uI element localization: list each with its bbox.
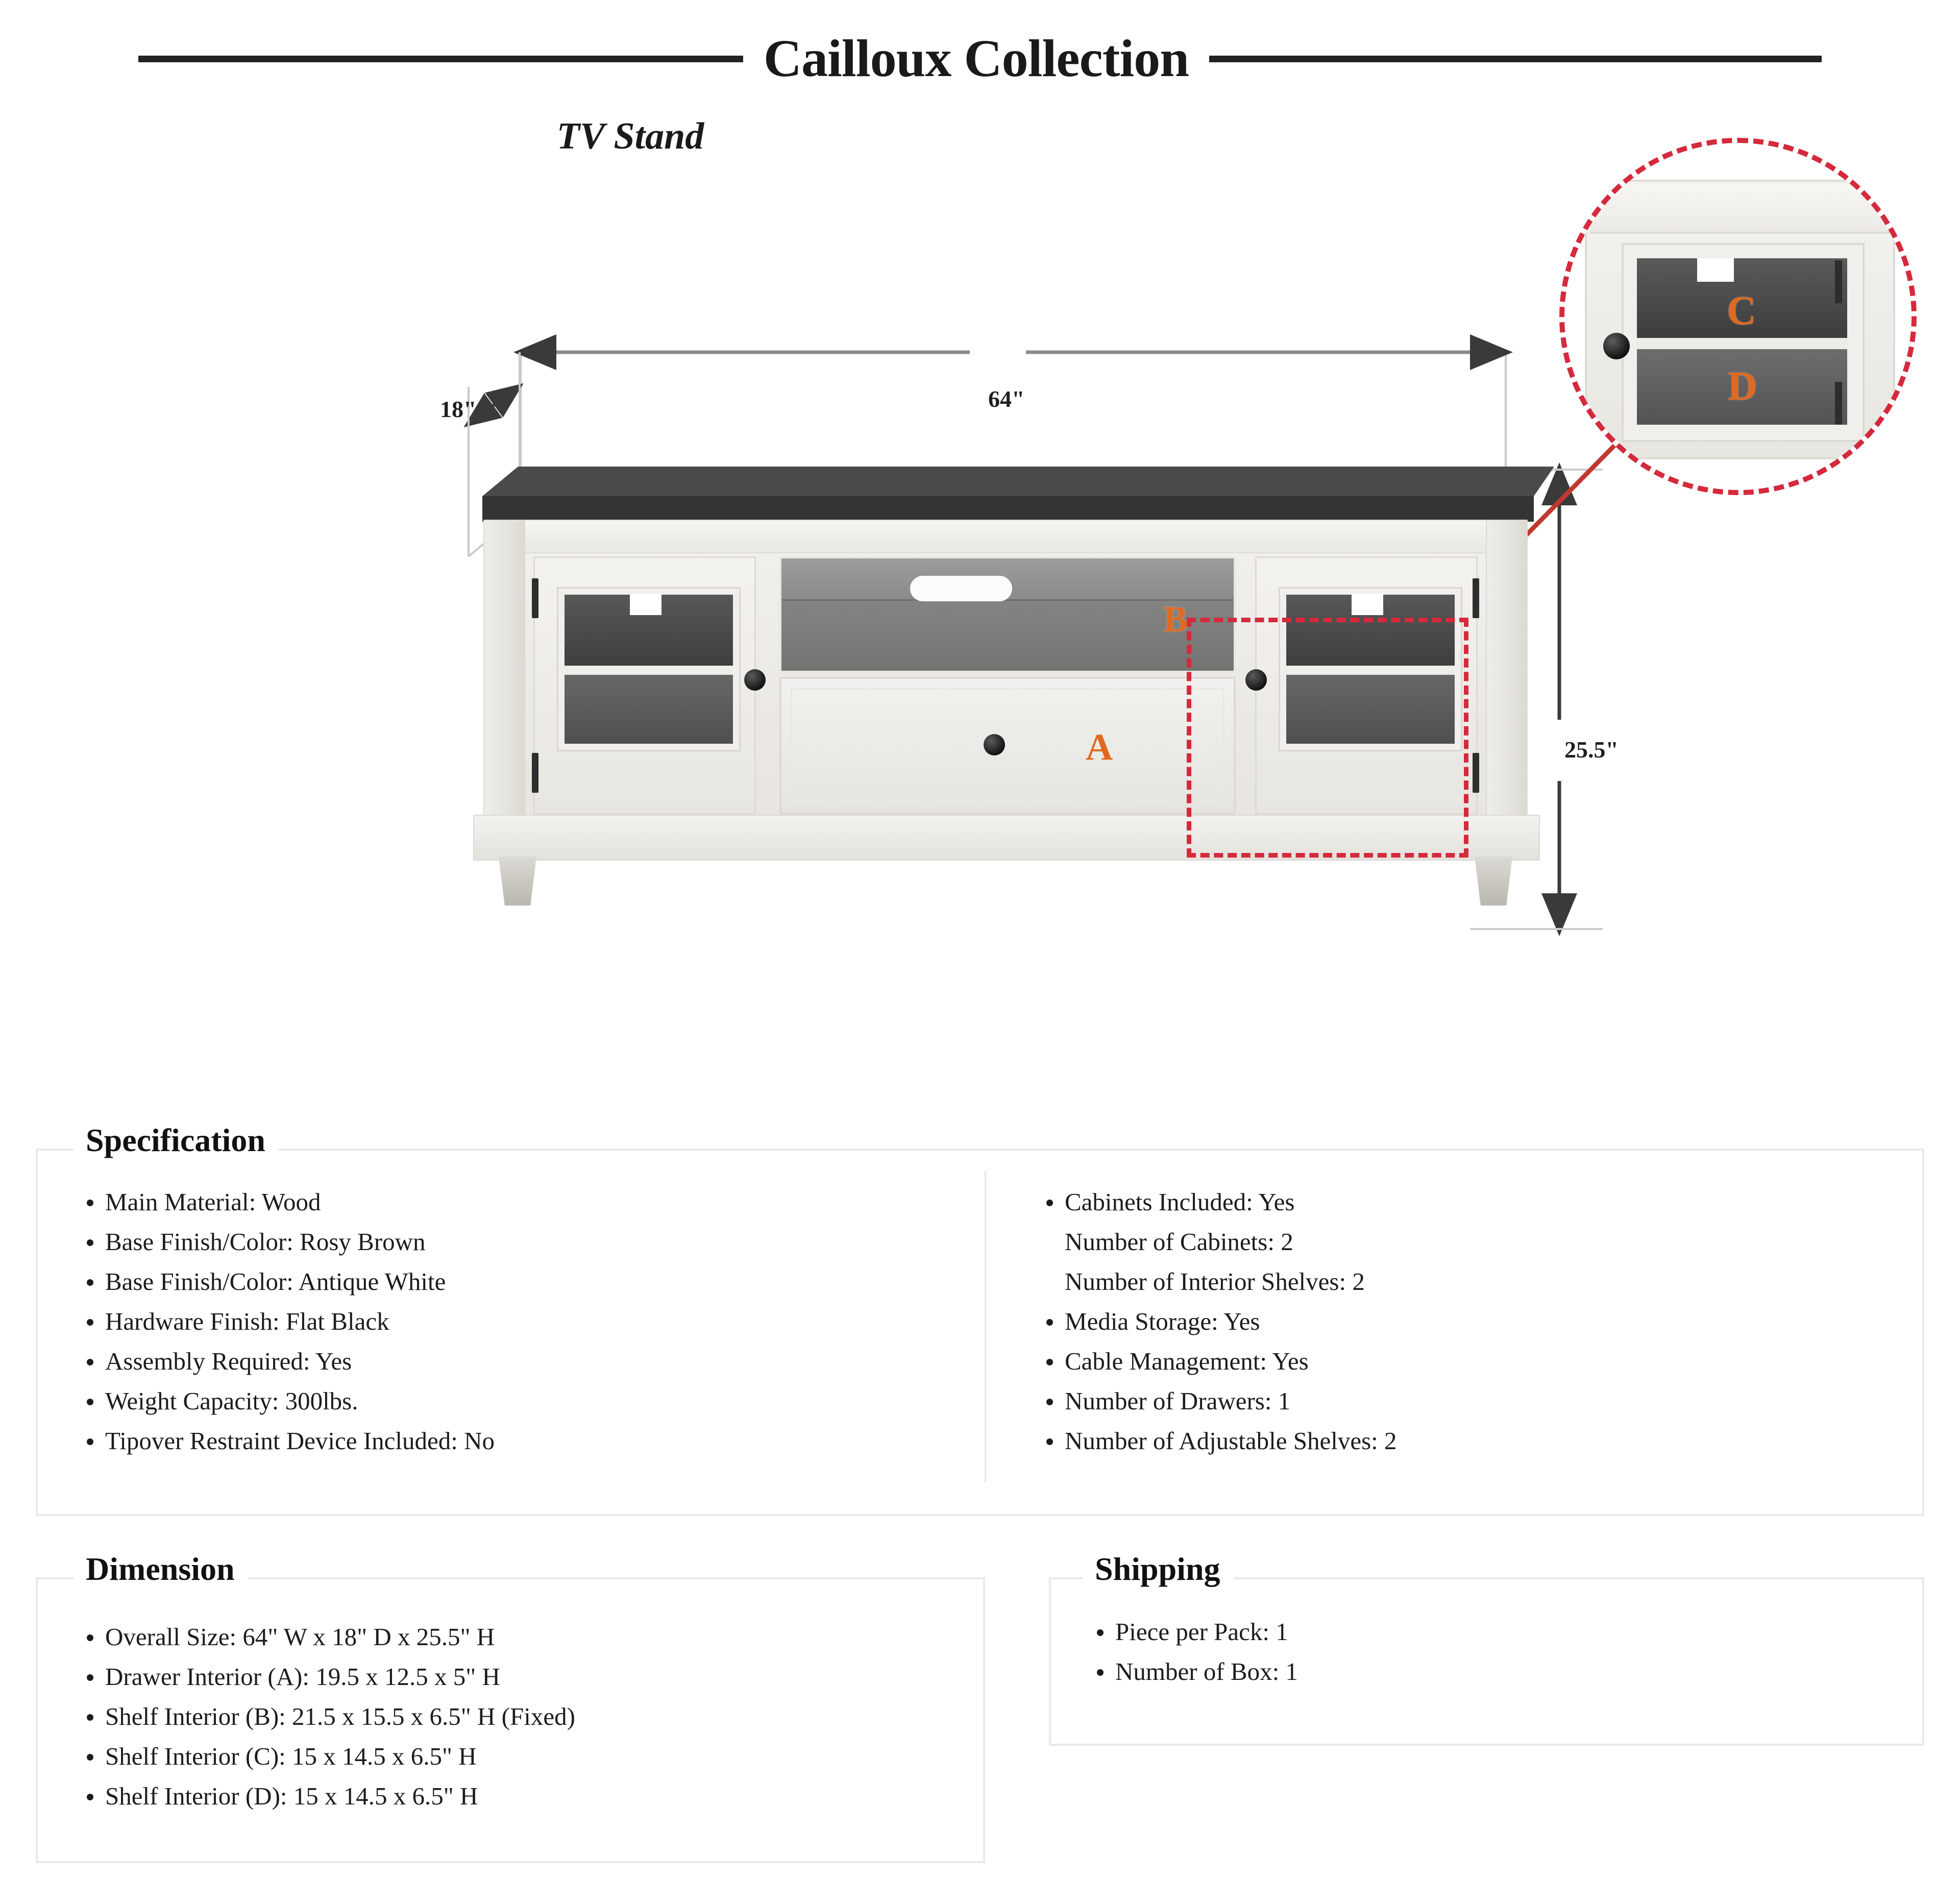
specification-item: Cable Management: Yes [1038,1341,1875,1381]
magnifier-content: C D [1575,153,1901,480]
cable-management-slot [910,576,1012,601]
magnified-upper-shelf [1637,258,1847,338]
product-illustration: B A [0,66,1960,1062]
specification-item: Main Material: Wood [79,1182,916,1222]
width-dimension-label: 64" [988,386,1025,412]
height-dimension-label: 25.5" [1564,737,1619,763]
case-top-rail [484,521,1527,553]
shipping-item: Piece per Pack: 1 [1089,1612,1298,1652]
width-dimension-line [513,334,1513,480]
part-label-b: B [1163,599,1188,640]
specification-item: Hardware Finish: Flat Black [79,1302,916,1341]
specification-item: Assembly Required: Yes [79,1341,916,1381]
dimension-heading: Dimension [74,1553,248,1585]
magnified-top-rail [1590,185,1890,234]
dimension-item: Shelf Interior (C): 15 x 14.5 x 6.5" H [79,1737,575,1776]
cabinet-left-shelf-divider [565,666,733,675]
specification-item: Number of Adjustable Shelves: 2 [1038,1421,1875,1461]
cabinet-right-hinge-top [1473,578,1479,618]
cabinet-highlight-box [1187,618,1468,858]
cabinet-right-hinge-bottom [1473,753,1479,793]
case-pilaster-left [484,521,525,859]
specification-item: Base Finish/Color: Rosy Brown [79,1222,916,1262]
cabinet-right [1245,556,1479,815]
page-header: Cailloux Collection TV Stand [0,0,1960,199]
cabinet-left-hinge-top [532,578,538,618]
magnified-cabinet-door: C D [1622,243,1865,442]
magnified-cabinet-knob [1603,333,1630,359]
title-row: Cailloux Collection [0,20,1960,97]
dimension-item: Shelf Interior (B): 21.5 x 15.5 x 6.5" H… [79,1697,575,1737]
cabinet-magnifier-inset: C D [1559,138,1917,495]
cabinet-right-knob [1245,669,1267,691]
glass-highlight [630,594,662,615]
shipping-heading: Shipping [1083,1553,1234,1585]
case-pilaster-right [1486,521,1527,859]
cabinet-left-knob [744,669,766,691]
specification-item: Tipover Restraint Device Included: No [79,1421,916,1461]
part-label-d: D [1728,364,1757,409]
magnified-hinge-top [1835,260,1842,303]
leg-right [1475,857,1512,906]
drawer-knob [984,734,1005,755]
glass-highlight [1352,594,1383,615]
magnified-shelf-divider [1637,338,1847,349]
cabinet-left-hinge-bottom [532,753,538,793]
cabinet-left [532,556,766,815]
cabinet-right-shelf-divider [1286,666,1455,675]
depth-dimension-label: 18" [440,396,477,422]
page-subtitle: TV Stand [556,115,704,157]
shipping-item: Number of Box: 1 [1089,1652,1298,1692]
page-title: Cailloux Collection [763,29,1189,88]
specification-column-divider [985,1171,986,1482]
drawer: A [779,677,1236,815]
specification-item: Number of Interior Shelves: 2 [1065,1267,1365,1296]
magnified-glass-panel: C D [1637,258,1847,425]
specification-item: Number of Drawers: 1 [1038,1381,1875,1421]
dimension-item: Drawer Interior (A): 19.5 x 12.5 x 5" H [79,1657,575,1697]
part-label-a: A [1086,726,1113,768]
title-rule-right [1209,55,1822,62]
open-media-shelf: B [779,556,1236,673]
drawer-inner-panel [791,688,1224,803]
part-label-c: C [1727,288,1756,333]
glass-highlight [1697,258,1734,282]
dimension-panel: Dimension Overall Size: 64" W x 18" D x … [36,1553,985,1863]
specification-item: Weight Capacity: 300lbs. [79,1381,916,1421]
cabinet-right-lower-shelf [1286,675,1455,744]
cabinet-left-lower-shelf [565,675,733,744]
tv-stand-case: B A [473,520,1540,906]
dimension-item: Shelf Interior (D): 15 x 14.5 x 6.5" H [79,1776,575,1816]
cabinet-right-glass-panel [1280,589,1461,750]
magnified-lower-shelf [1637,349,1847,425]
tv-stand-drawing: B A [462,465,1554,975]
magnified-cabinet-case: C D [1585,180,1895,459]
specification-item: Cabinets Included: Yes [1038,1182,1875,1222]
leg-left [499,857,536,906]
tv-stand-top-surface [462,465,1554,525]
specification-item: Number of Cabinets: 2 [1065,1228,1293,1256]
specification-item: Media Storage: Yes [1038,1302,1875,1341]
specification-item: Base Finish/Color: Antique White [79,1262,916,1302]
title-rule-left [138,55,743,62]
magnified-hinge-bottom [1835,382,1842,425]
cabinet-left-glass-panel [558,589,739,750]
specification-heading: Specification [74,1124,279,1157]
dimension-item: Overall Size: 64" W x 18" D x 25.5" H [79,1617,575,1657]
